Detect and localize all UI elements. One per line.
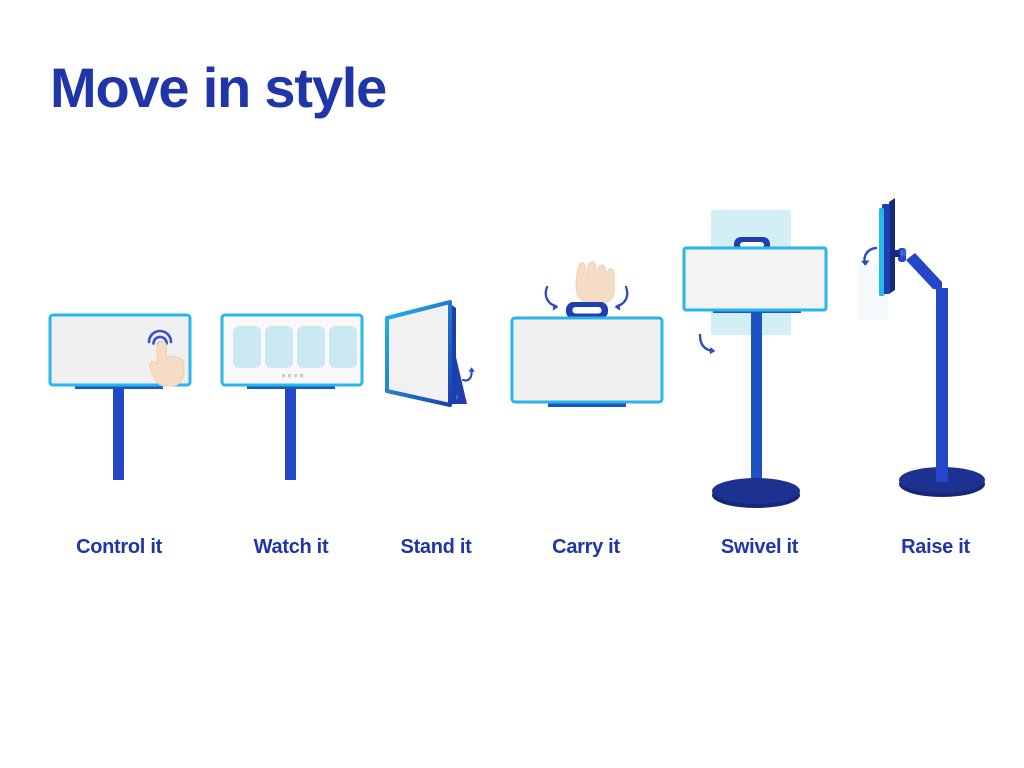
rotation-arrow-icon	[698, 333, 716, 355]
stand-pole-icon	[285, 388, 296, 480]
monitor-swivel-illustration	[682, 190, 837, 530]
stand-pole-icon	[936, 288, 948, 482]
monitor-kickstand-illustration	[381, 190, 491, 530]
feature-item-carry[interactable]: Carry it	[506, 190, 666, 590]
monitor-touch-illustration	[39, 190, 199, 530]
feature-item-watch[interactable]: Watch it	[211, 190, 371, 590]
monitor-arm-illustration	[858, 190, 1013, 530]
pagination-dots-icon	[282, 374, 304, 378]
monitor-handle-illustration	[506, 190, 666, 530]
monitor-icon	[682, 246, 828, 312]
hand-grip-icon	[575, 261, 615, 304]
stand-pole-icon	[113, 388, 124, 480]
content-cards-icon	[233, 326, 357, 368]
curved-arrow-left-icon	[544, 285, 559, 311]
monitor-side-icon	[879, 198, 895, 296]
feature-item-raise[interactable]: Raise it	[858, 190, 1013, 590]
feature-row: Control it	[0, 190, 1024, 590]
hand-pointer-icon	[148, 340, 185, 387]
feature-item-control[interactable]: Control it	[39, 190, 199, 590]
feature-item-stand[interactable]: Stand it	[381, 190, 491, 590]
handle-icon	[566, 302, 608, 319]
feature-label-stand: Stand it	[400, 536, 472, 558]
feature-label-raise: Raise it	[901, 536, 970, 558]
feature-item-swivel[interactable]: Swivel it	[682, 190, 837, 590]
curved-arrow-right-icon	[614, 285, 629, 311]
feature-label-control: Control it	[76, 536, 162, 558]
rotation-arrow-icon	[861, 246, 878, 266]
monitor-icon	[510, 316, 664, 404]
monitor-bottom-bar-icon	[548, 401, 626, 407]
monitor-content-illustration	[211, 190, 371, 530]
feature-label-carry: Carry it	[552, 536, 620, 558]
page-title: Move in style	[50, 56, 387, 119]
curved-arrow-icon	[461, 367, 475, 382]
round-base-icon	[712, 478, 800, 508]
articulated-arm-icon	[887, 248, 942, 290]
feature-label-watch: Watch it	[253, 536, 329, 558]
tilted-monitor-icon	[385, 300, 452, 407]
stand-pole-icon	[751, 310, 762, 493]
feature-label-swivel: Swivel it	[720, 536, 799, 558]
